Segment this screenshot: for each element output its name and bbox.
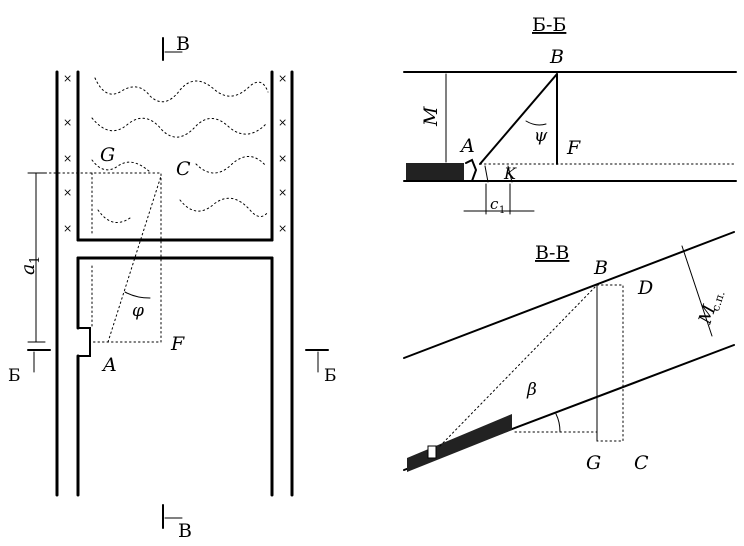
- section-vv-prop: [427, 445, 437, 459]
- svg-text:с.п.: с.п.: [709, 289, 728, 313]
- svg-text:a: a: [17, 264, 39, 275]
- section-bb-line-ab: [479, 73, 558, 165]
- svg-text:×: ×: [278, 222, 287, 235]
- section-vv-label-g: G: [586, 452, 601, 474]
- plan-diagonal: [107, 175, 162, 343]
- svg-text:×: ×: [63, 186, 72, 199]
- svg-text:c: c: [490, 195, 499, 213]
- section-vv-diagonal: [439, 284, 598, 447]
- svg-text:1: 1: [499, 205, 505, 216]
- section-bb-label-k: K: [503, 164, 517, 183]
- section-bb-angle-arc: [525, 120, 547, 126]
- plan-pillar-outline: [44, 172, 162, 343]
- section-bb-label-a: A: [459, 135, 475, 157]
- section-vv-roof: [403, 231, 735, 359]
- svg-text:1: 1: [28, 256, 43, 264]
- plan-label-f: F: [170, 333, 185, 355]
- plan-label-section-bottom: В: [178, 520, 192, 542]
- section-vv-label-c: C: [634, 452, 649, 474]
- plan-niche: [77, 327, 91, 357]
- svg-text:×: ×: [63, 152, 72, 165]
- section-bb-seam: [406, 163, 464, 180]
- plan-goaf-pattern: [91, 77, 269, 223]
- plan-view: × × × × × × × × × ×: [8, 33, 337, 542]
- plan-label-section-top: В: [176, 33, 190, 55]
- section-vv: В-В B D G C β M с.п.: [403, 231, 735, 474]
- plan-label-c: C: [176, 158, 191, 180]
- svg-text:×: ×: [278, 116, 287, 129]
- section-vv-label-d: D: [637, 277, 653, 299]
- section-vv-label-b: B: [593, 257, 608, 279]
- section-bb-title: Б-Б: [532, 14, 566, 36]
- plan-support-crosses: × × × × × × × × × ×: [63, 72, 287, 235]
- svg-text:×: ×: [63, 222, 72, 235]
- svg-text:M: M: [420, 106, 442, 127]
- plan-label-dimension: a 1: [17, 256, 43, 275]
- section-bb-label-f: F: [566, 137, 581, 159]
- section-vv-seam: [407, 414, 512, 472]
- section-bb-label-angle: ψ: [534, 126, 548, 146]
- plan-label-angle: φ: [132, 301, 144, 321]
- svg-text:×: ×: [63, 72, 72, 85]
- svg-text:×: ×: [278, 72, 287, 85]
- section-bb-prop: [465, 158, 478, 182]
- section-bb-label-dimension: c 1: [490, 195, 505, 216]
- section-bb: Б-Б B A F K ψ M c 1: [403, 14, 737, 216]
- section-vv-thickness-line: [681, 245, 713, 337]
- section-vv-angle-arc: [555, 413, 561, 433]
- section-vv-label-thickness: M с.п.: [694, 289, 728, 327]
- section-bb-label-b: B: [549, 46, 564, 68]
- section-bb-label-thickness: M: [420, 106, 442, 127]
- svg-text:×: ×: [278, 152, 287, 165]
- svg-text:×: ×: [278, 186, 287, 199]
- section-vv-title: В-В: [535, 242, 569, 264]
- svg-text:×: ×: [63, 116, 72, 129]
- plan-label-g: G: [100, 144, 115, 166]
- plan-label-section-right: Б: [324, 366, 337, 386]
- plan-label-section-left: Б: [8, 366, 21, 386]
- plan-angle-arc: [124, 291, 151, 299]
- section-vv-block: [596, 284, 624, 442]
- plan-label-a: A: [101, 354, 117, 376]
- section-vv-label-angle: β: [526, 380, 537, 400]
